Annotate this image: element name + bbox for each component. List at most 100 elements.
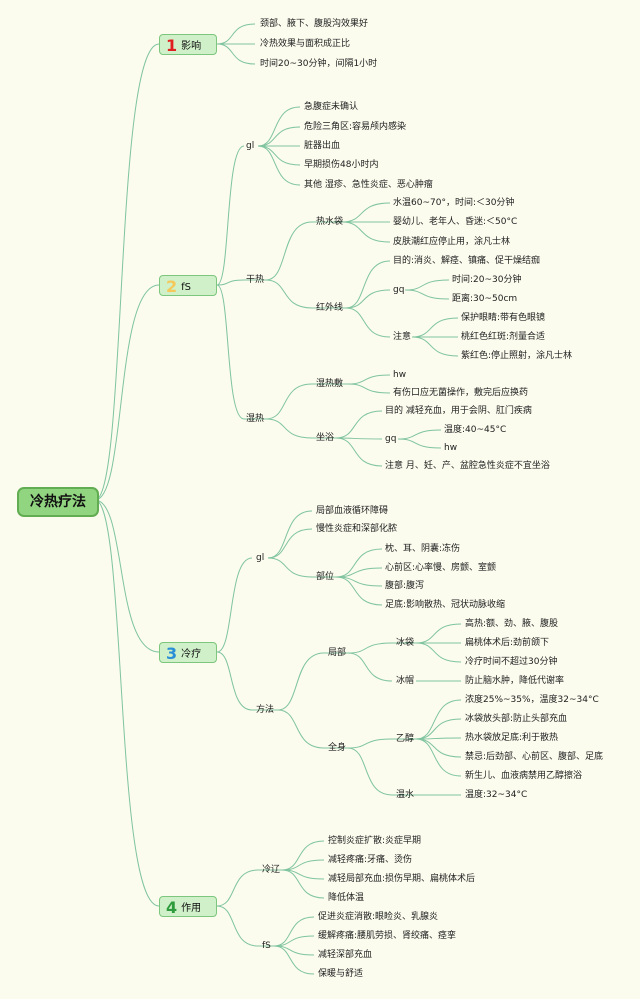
s3-ice-bag-node[interactable]: 冰袋 (396, 638, 415, 648)
s3-gl-node[interactable]: gl (256, 553, 265, 563)
s3-local-node[interactable]: 局部 (328, 648, 347, 658)
s3-site-node[interactable]: 部位 (316, 572, 335, 582)
connector-line (341, 202, 391, 223)
connector-line (257, 106, 301, 147)
connector-line (345, 289, 391, 309)
s4-cold-leaf: 减轻疼痛:牙痛、烫伤 (328, 855, 413, 865)
s2-gl-leaf: 早期损伤48小时内 (304, 160, 379, 170)
s2-sitz-gq-node[interactable]: gq (385, 434, 397, 444)
connector-line (216, 905, 259, 947)
s3-ice-bag-leaf: 扁桃体术后:劲前颌下 (465, 638, 550, 648)
s2-wet-node[interactable]: 湿热 (246, 414, 265, 424)
connector-line (216, 43, 256, 65)
s3-alcohol-leaf: 冰袋放头部:防止头部充血 (465, 714, 568, 724)
connector-line (281, 840, 325, 871)
s2-infrared-caution-leaf: 紫红色:停止照射，涂凡士林 (461, 351, 573, 361)
s2-gl-leaf: 危险三角区:容易颅内感染 (304, 122, 407, 132)
connector-line (273, 945, 315, 975)
s2-infrared-node[interactable]: 红外线 (316, 303, 344, 313)
connector-line (415, 738, 462, 777)
section-2-label: fS (181, 282, 192, 293)
s1-leaf: 颈部、腋下、腹股沟效果好 (260, 19, 369, 29)
section-4-label: 作用 (181, 903, 202, 914)
s2-hot-bag-leaf: 水温60~70°，时间:＜30分钟 (393, 198, 515, 208)
connector-line (94, 499, 160, 907)
s2-gl-leaf: 急腹症未确认 (304, 102, 359, 112)
connector-line (335, 576, 383, 606)
connector-line (267, 557, 313, 578)
s2-infrared-gq-leaf: 时间:20~30分钟 (452, 275, 522, 285)
connector-line (411, 336, 459, 357)
connector-line (216, 23, 256, 45)
section-1-number: 1 (166, 36, 178, 55)
s2-infrared-caution-leaf: 桃红色红斑:剂量合适 (461, 332, 546, 342)
connector-line (265, 221, 313, 281)
s2-sitz-gq-leaf: hw (444, 443, 458, 453)
s2-sitz-node[interactable]: 坐浴 (316, 433, 335, 443)
s3-method-node[interactable]: 方法 (256, 705, 275, 715)
s2-infrared-caution-leaf: 保护眼睛:带有色眼镜 (461, 313, 546, 323)
s2-gl-leaf: 脏器出血 (304, 141, 341, 151)
s2-infrared-purpose: 目的:消炎、解痉、镇痛、促干燥结痂 (393, 256, 541, 266)
s3-ice-bag-leaf: 高热:额、劲、腋、腹股 (465, 619, 559, 629)
s3-warm-water-leaf: 温度:32~34°C (465, 790, 528, 800)
section-1-label: 影响 (181, 41, 202, 52)
s3-site-leaf: 足底:影响散热、冠状动脉收缩 (385, 600, 506, 610)
connector-line (347, 747, 393, 796)
connector-line (415, 718, 462, 740)
root-node[interactable]: 冷热疗法 (17, 487, 99, 517)
s2-infrared-gq-node[interactable]: gq (393, 285, 405, 295)
s3-alcohol-leaf: 新生儿、血液病禁用乙醇擦浴 (465, 771, 583, 781)
connector-line (265, 418, 313, 439)
connector-line (216, 869, 259, 907)
connector-line (277, 709, 325, 749)
connector-line (265, 383, 313, 420)
s1-leaf: 冷热效果与面积成正比 (260, 39, 351, 49)
section-3-label: 冷疗 (181, 649, 202, 660)
s2-gl-leaf: 其他 湿疹、急性炎症、恶心肿瘤 (304, 180, 433, 190)
s2-infrared-caution-node[interactable]: 注意 (393, 332, 412, 342)
connector-line (345, 260, 391, 309)
connector-line (216, 279, 245, 286)
s2-dry-node[interactable]: 干热 (246, 275, 265, 285)
connector-line (404, 279, 450, 291)
connector-line (273, 935, 315, 947)
s4-heat-node[interactable]: fS (262, 941, 271, 951)
s3-ice-cap-node[interactable]: 冰帽 (396, 676, 415, 686)
s3-site-leaf: 心前区:心率慢、房颤、室颤 (385, 563, 497, 573)
connector-line (397, 429, 442, 440)
s3-alcohol-node[interactable]: 乙醇 (396, 734, 415, 744)
connector-line (281, 859, 325, 871)
s3-warm-water-node[interactable]: 温水 (396, 790, 415, 800)
s2-compress-node[interactable]: 湿热敷 (316, 379, 344, 389)
s3-gl-leaf: 局部血液循环障碍 (316, 506, 389, 516)
connector-line (335, 437, 383, 467)
section-4-number: 4 (166, 898, 178, 917)
s2-sitz-gq-leaf: 温度:40~45°C (444, 425, 507, 435)
section-3-number: 3 (166, 644, 178, 663)
connector-line (411, 317, 459, 338)
connector-line (265, 279, 313, 309)
s1-leaf: 时间20~30分钟，间隔1小时 (260, 59, 378, 69)
s2-hot-bag-node[interactable]: 热水袋 (316, 217, 344, 227)
s4-heat-leaf: 保暖与舒适 (318, 969, 364, 979)
connector-line (404, 289, 450, 300)
connector-line (281, 869, 325, 899)
connector-line (347, 738, 393, 749)
s4-cold-node[interactable]: 冷辽 (262, 865, 281, 875)
connector-line (216, 284, 245, 420)
s2-gl-node[interactable]: gl (246, 141, 255, 151)
connector-line (335, 410, 383, 439)
s4-cold-leaf: 减轻局部充血:损伤早期、扁桃体术后 (328, 874, 476, 884)
s3-ice-cap-leaf: 防止脑水肿，降低代谢率 (465, 676, 565, 686)
section-2-number: 2 (166, 277, 178, 296)
connector-line (345, 307, 391, 338)
connector-line (347, 383, 391, 394)
connector-line (257, 145, 301, 166)
connector-line (415, 623, 462, 644)
s3-whole-node[interactable]: 全身 (328, 743, 347, 753)
